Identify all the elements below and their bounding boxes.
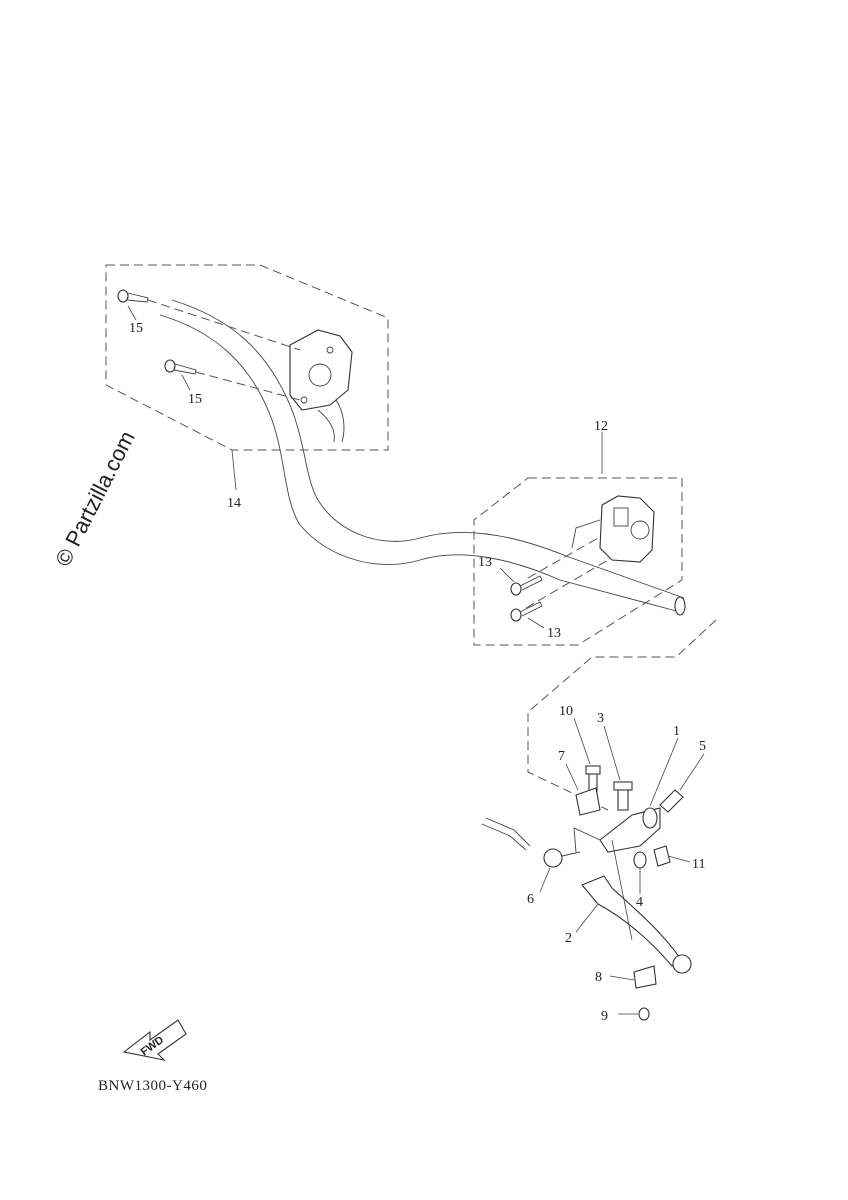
callout-7: 7 — [558, 749, 565, 764]
bracket-7 — [575, 787, 601, 816]
watermark: © Partzilla.com — [50, 427, 140, 570]
callout-5: 5 — [699, 739, 706, 754]
callout-3: 3 — [597, 711, 604, 726]
handlebar — [159, 299, 686, 616]
screw-13-lower — [510, 601, 543, 622]
bushing-11 — [653, 845, 671, 867]
washer-4 — [633, 851, 647, 869]
right-handlebar-switch — [525, 495, 655, 609]
screw-15-lower — [164, 359, 301, 401]
callout-4: 4 — [636, 895, 643, 910]
clutch-lever — [581, 875, 692, 974]
left-handlebar-switch — [289, 329, 353, 443]
callout-6: 6 — [527, 892, 534, 907]
group-boundary-left-switch — [105, 264, 389, 451]
callout-1: 1 — [673, 724, 680, 739]
group-boundary-right-switch — [473, 477, 683, 646]
callout-15-upper: 15 — [129, 321, 143, 336]
switch-8 — [633, 965, 657, 989]
diagram-code: BNW1300-Y460 — [98, 1078, 207, 1094]
group-boundary-lever — [527, 619, 717, 811]
callout-8: 8 — [595, 970, 602, 985]
callout-13-lower: 13 — [547, 626, 561, 641]
screw-9 — [638, 1007, 650, 1021]
screw-15-upper — [117, 289, 301, 351]
bolt-3 — [613, 781, 633, 811]
lever-holder — [573, 807, 661, 853]
callout-11: 11 — [692, 857, 705, 872]
fwd-arrow-icon: FWD — [122, 1019, 187, 1061]
bolt-10 — [585, 765, 601, 792]
screw-13-upper — [510, 575, 543, 596]
callout-9: 9 — [601, 1009, 608, 1024]
cable-end — [481, 817, 531, 851]
callout-2: 2 — [565, 931, 572, 946]
callout-15-lower: 15 — [188, 392, 202, 407]
bolt-5 — [659, 789, 684, 813]
callout-14: 14 — [227, 496, 241, 511]
callout-10: 10 — [559, 704, 573, 719]
callout-13-upper: 13 — [478, 555, 492, 570]
callout-12: 12 — [594, 419, 608, 434]
nut-6 — [543, 848, 581, 868]
leader-lines — [127, 305, 705, 1015]
